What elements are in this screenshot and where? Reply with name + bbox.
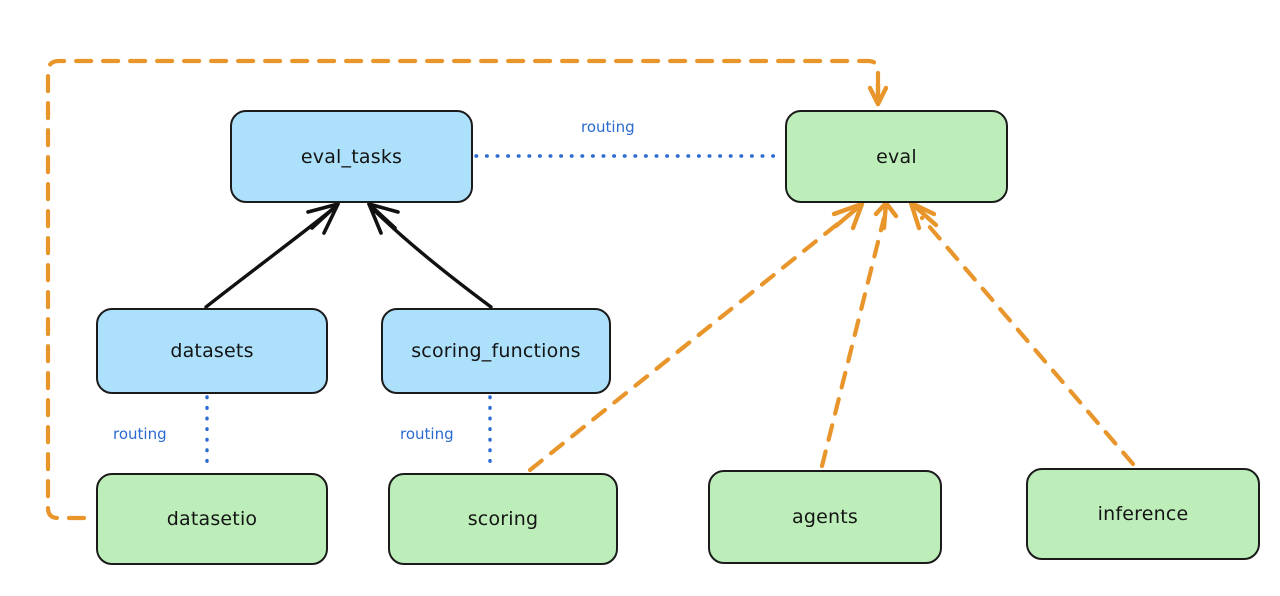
node-label-datasetio: datasetio — [166, 508, 258, 530]
node-label-scoring_functions: scoring_functions — [411, 340, 581, 362]
node-label-inference: inference — [1097, 503, 1189, 525]
node-inference[interactable]: inference — [1026, 468, 1260, 560]
edge-label-eval_tasks-eval: routing — [581, 118, 635, 136]
node-agents[interactable]: agents — [708, 470, 942, 564]
arrowhead-scoring-eval-2 — [833, 201, 865, 229]
node-label-scoring: scoring — [467, 508, 539, 530]
dependency-edge-agents-eval — [819, 215, 887, 469]
node-datasetio[interactable]: datasetio — [96, 473, 328, 565]
node-label-datasets: datasets — [170, 340, 254, 362]
dependency-edges — [45, 58, 1136, 521]
dependency-edge-scoring-eval — [527, 215, 848, 473]
solid-edge-datasets-eval_tasks — [204, 206, 336, 309]
node-eval_tasks[interactable]: eval_tasks — [230, 110, 473, 203]
node-datasets[interactable]: datasets — [96, 308, 328, 394]
node-label-eval_tasks: eval_tasks — [300, 145, 403, 168]
edge-label-scoring_functions-scoring: routing — [400, 425, 454, 443]
dependency-arrowheads — [831, 81, 939, 231]
dependency-edge-inference-eval — [919, 215, 1136, 467]
arrowhead-scoring_functions-eval_tasks-2 — [367, 202, 397, 230]
node-eval[interactable]: eval — [785, 110, 1008, 203]
arrowhead-datasets-eval_tasks-2 — [310, 202, 340, 230]
edge-label-datasets-datasetio: routing — [113, 425, 167, 443]
node-scoring[interactable]: scoring — [388, 473, 618, 565]
node-scoring_functions[interactable]: scoring_functions — [381, 308, 611, 394]
arrowhead-agents-eval-2 — [881, 200, 889, 231]
solid-arrowheads — [306, 202, 400, 235]
routing-edges — [205, 154, 784, 473]
dependency-edge-datasetio-eval — [45, 58, 881, 521]
node-label-agents: agents — [792, 506, 858, 528]
node-label-eval: eval — [876, 145, 917, 168]
solid-edges — [204, 206, 493, 309]
arrowhead-inference-eval-2 — [908, 200, 939, 228]
